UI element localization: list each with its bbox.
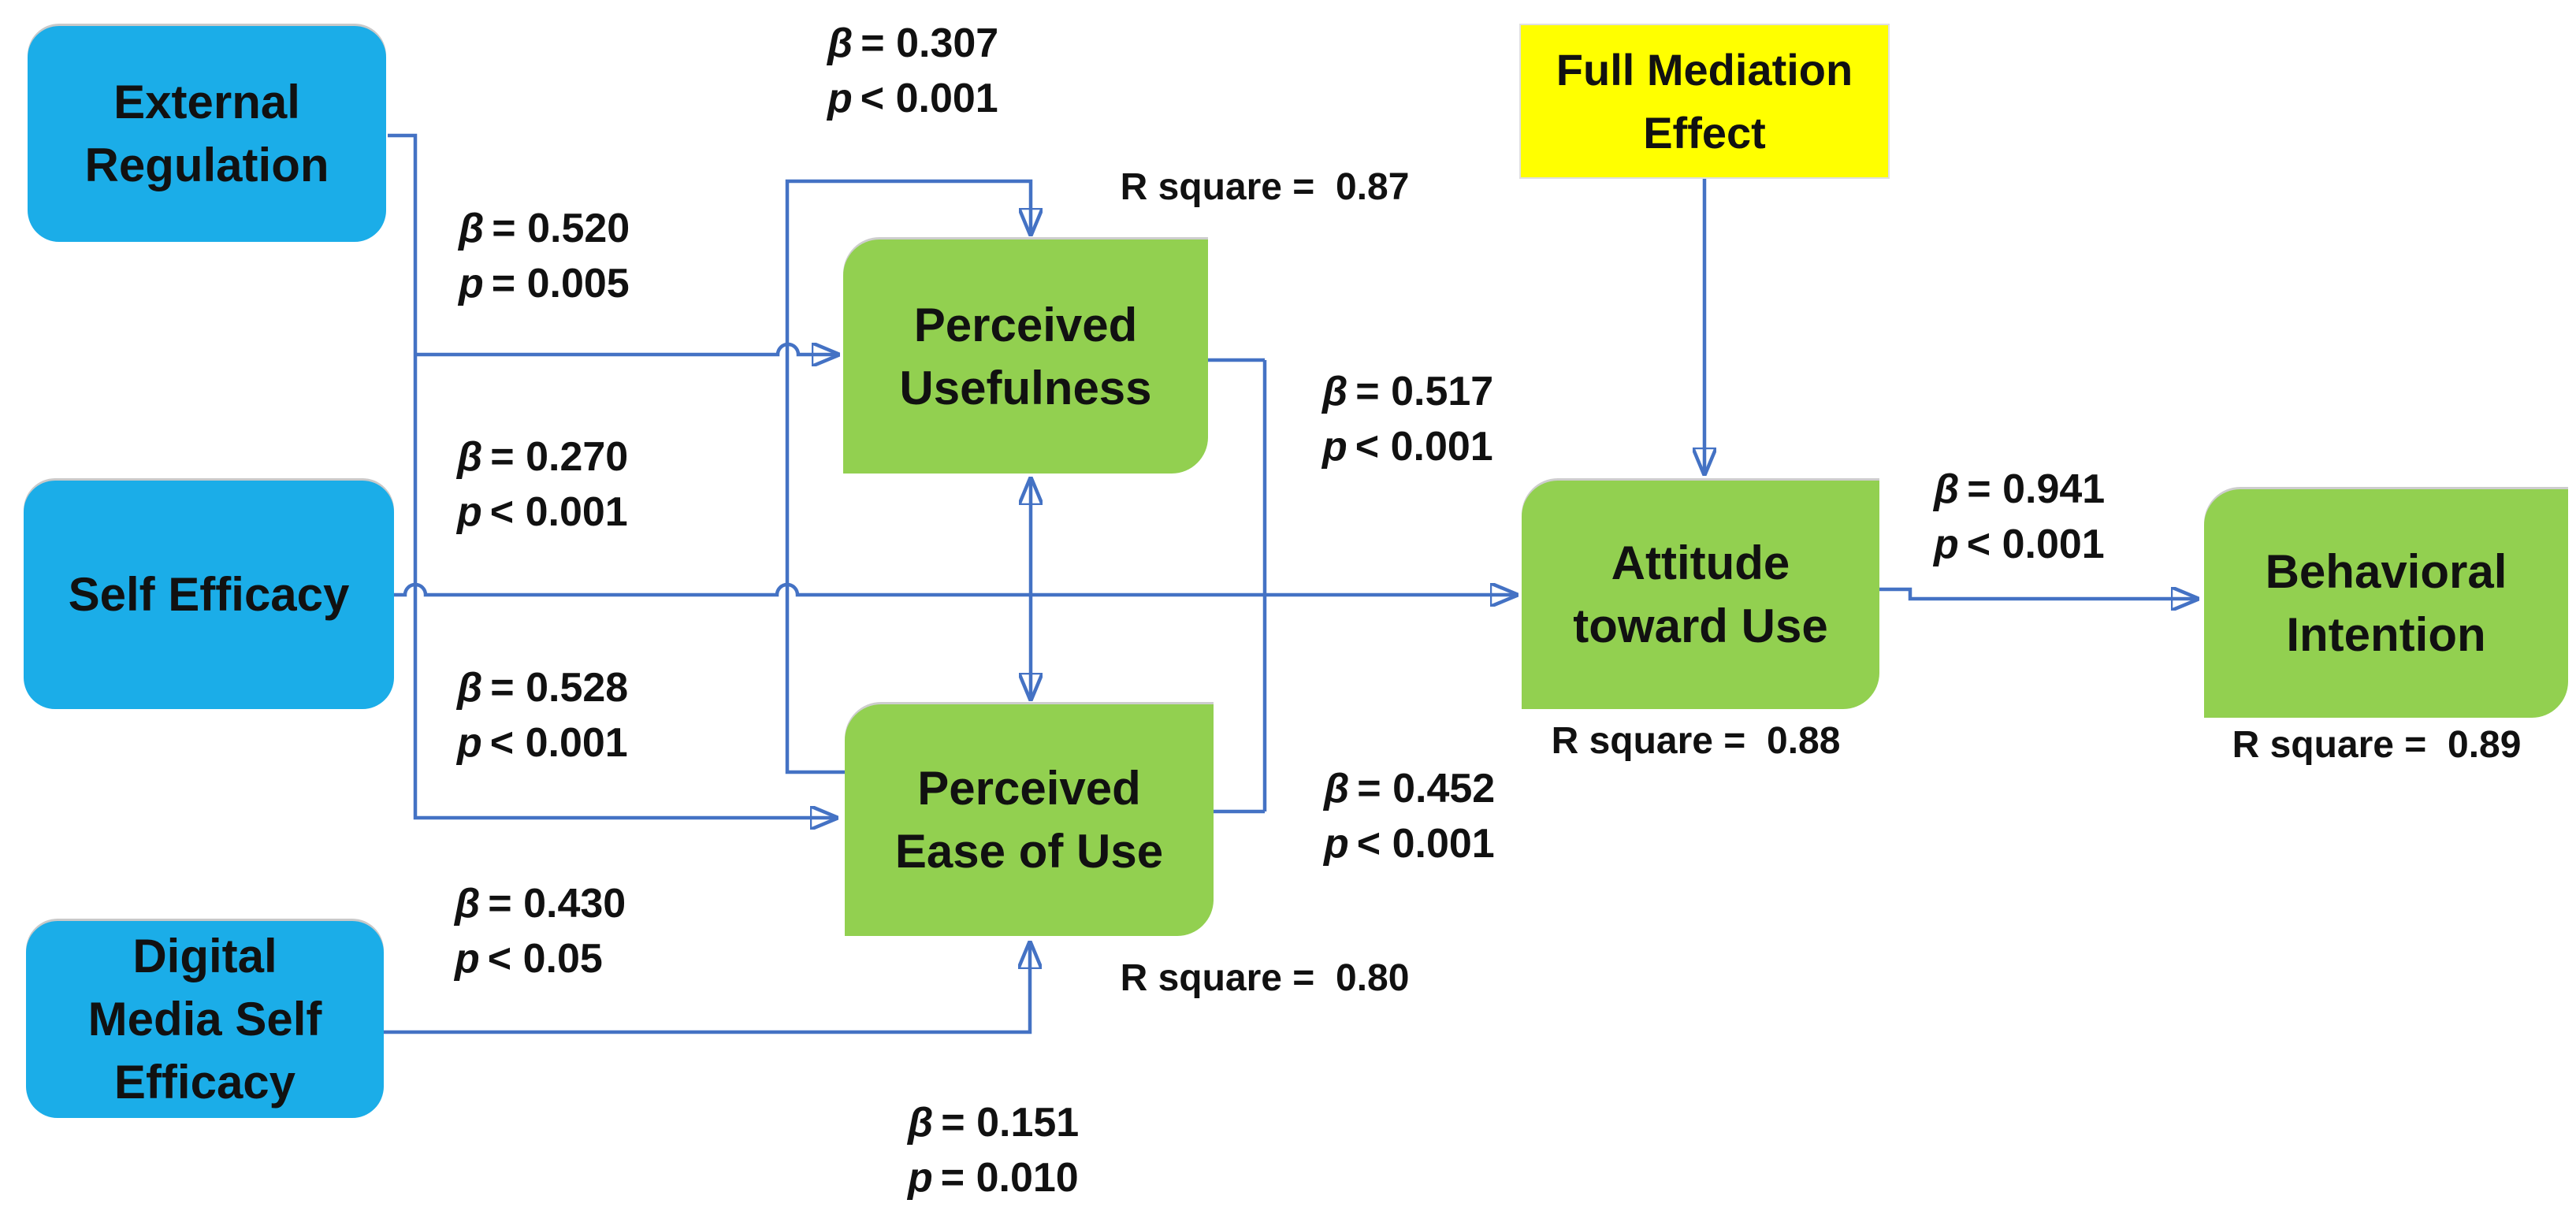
- path-label-dmse-to-peou: β= 0.430 p< 0.05: [455, 876, 626, 986]
- path-label-atu-to-bi: β= 0.941 p< 0.001: [1934, 462, 2105, 572]
- r-square-perceived-usefulness: R square = 0.87: [1120, 166, 1410, 208]
- p-line: p< 0.05: [455, 936, 603, 982]
- beta-line: β= 0.520: [459, 206, 630, 251]
- arrow-se-to-atu: [394, 582, 1517, 595]
- arrow-peou-to-pu-loop: [785, 179, 1031, 774]
- node-perceived-ease-of-use: Perceived Ease of Use: [845, 704, 1214, 936]
- p-line: p< 0.001: [1324, 821, 1495, 867]
- r-square-perceived-ease-of-use: R square = 0.80: [1120, 957, 1410, 999]
- path-label-dmse-bottom: β= 0.151 p= 0.010: [908, 1095, 1079, 1205]
- node-external-regulation: External Regulation: [28, 26, 386, 242]
- p-line: p< 0.001: [457, 720, 628, 766]
- arrow-atu-to-bi: [1879, 589, 2198, 599]
- beta-line: β= 0.307: [827, 20, 999, 66]
- p-line: p= 0.010: [908, 1155, 1079, 1201]
- beta-line: β= 0.528: [457, 665, 629, 711]
- beta-line: β= 0.430: [455, 881, 626, 927]
- beta-line: β= 0.151: [908, 1100, 1080, 1146]
- r-square-behavioral-intention: R square = 0.89: [2232, 724, 2522, 766]
- p-line: p< 0.001: [827, 76, 998, 121]
- arrow-er-trunk-to-peou: [388, 133, 837, 818]
- p-line: p< 0.001: [457, 489, 628, 535]
- path-label-se-to-pu: β= 0.270 p< 0.001: [457, 429, 628, 540]
- beta-line: β= 0.270: [457, 434, 629, 480]
- r-square-attitude-toward-use: R square = 0.88: [1551, 720, 1841, 762]
- arrow-er-branch-to-pu: [415, 342, 838, 355]
- node-digital-media-self-efficacy: Digital Media Self Efficacy: [26, 921, 384, 1118]
- p-line: p< 0.001: [1322, 424, 1493, 470]
- arrow-dmse-to-peou: [384, 942, 1030, 1034]
- path-label-peou-to-pu: β= 0.307 p< 0.001: [827, 16, 998, 126]
- node-self-efficacy: Self Efficacy: [24, 481, 394, 709]
- node-full-mediation-effect: Full Mediation Effect: [1521, 25, 1888, 177]
- p-line: p< 0.001: [1934, 522, 2105, 567]
- path-label-pu-to-atu: β= 0.517 p< 0.001: [1322, 364, 1493, 474]
- path-label-peou-to-atu: β= 0.452 p< 0.001: [1324, 761, 1495, 871]
- p-line: p= 0.005: [459, 261, 630, 306]
- node-behavioral-intention: Behavioral Intention: [2204, 489, 2568, 718]
- path-label-er-to-pu: β= 0.520 p= 0.005: [459, 201, 630, 311]
- node-perceived-usefulness: Perceived Usefulness: [843, 240, 1208, 474]
- beta-line: β= 0.517: [1322, 369, 1494, 414]
- beta-line: β= 0.941: [1934, 466, 2106, 512]
- path-label-se-to-peou: β= 0.528 p< 0.001: [457, 660, 628, 771]
- node-attitude-toward-use: Attitude toward Use: [1522, 481, 1879, 709]
- beta-line: β= 0.452: [1324, 766, 1496, 811]
